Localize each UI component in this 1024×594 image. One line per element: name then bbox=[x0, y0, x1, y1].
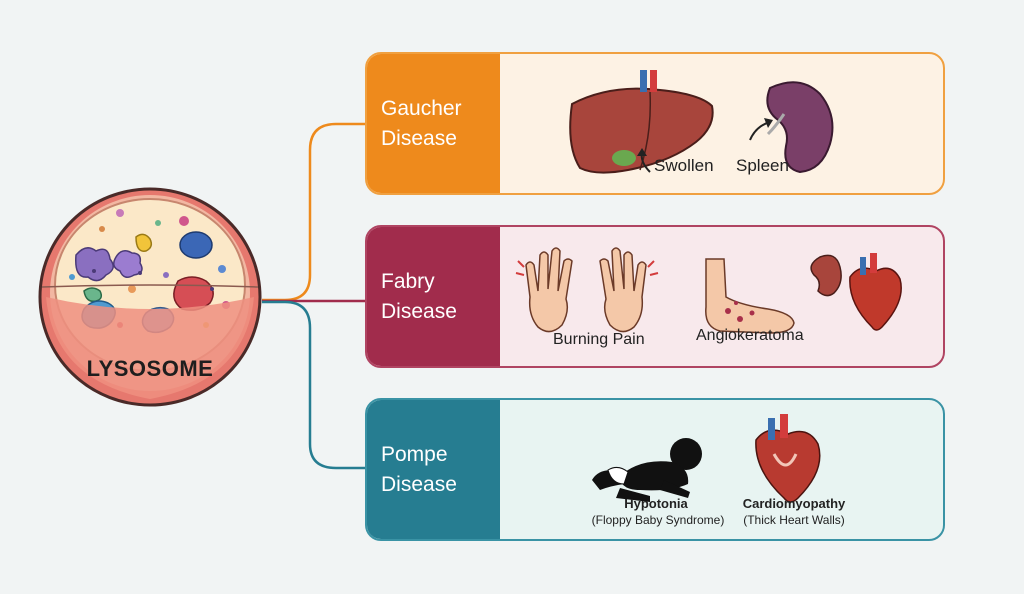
pompe-title: Pompe Disease bbox=[381, 442, 457, 496]
gaucher-title: Gaucher Disease bbox=[381, 96, 462, 150]
spleen-label: Spleen bbox=[736, 156, 789, 175]
liver-spleen-illustration bbox=[569, 70, 834, 174]
card-fabry: Fabry Disease Burning Pain bbox=[365, 225, 945, 368]
cardiomyopathy-sub-label: (Thick Heart Walls) bbox=[743, 513, 845, 527]
connector-gaucher bbox=[262, 122, 366, 302]
card-gaucher: Gaucher Disease Swollen Spleen bbox=[365, 52, 945, 195]
hand-icon-right bbox=[599, 247, 647, 333]
fabry-illustration bbox=[515, 247, 902, 334]
hypotonia-label: Hypotonia bbox=[624, 496, 688, 511]
kidney-icon bbox=[810, 254, 842, 297]
card-fabry-body: Burning Pain Angiokeratoma bbox=[500, 227, 943, 366]
hypotonia-sub-label: (Floppy Baby Syndrome) bbox=[591, 513, 725, 527]
card-pompe-header: Pompe Disease bbox=[367, 400, 500, 539]
connector-pompe bbox=[262, 300, 366, 470]
pompe-illustration bbox=[592, 414, 821, 503]
swollen-label: Swollen bbox=[654, 156, 714, 175]
lysosome-label: LYSOSOME bbox=[86, 356, 214, 381]
heart-icon bbox=[849, 267, 902, 331]
card-pompe-body: Hypotonia (Floppy Baby Syndrome) Cardiom… bbox=[500, 400, 943, 539]
card-pompe: Pompe Disease Hypotonia (Floppy Baby Syn… bbox=[365, 398, 945, 541]
card-fabry-header: Fabry Disease bbox=[367, 227, 500, 366]
cardiomyopathy-label: Cardiomyopathy bbox=[742, 496, 846, 511]
angiokeratoma-label: Angiokeratoma bbox=[696, 327, 804, 344]
lysosome-illustration bbox=[38, 187, 262, 407]
hand-icon-left bbox=[525, 247, 573, 333]
burning-pain-label: Burning Pain bbox=[553, 331, 645, 348]
baby-icon bbox=[592, 438, 702, 502]
fabry-title: Fabry Disease bbox=[381, 269, 457, 323]
card-gaucher-body: Swollen Spleen bbox=[500, 54, 943, 193]
foot-icon bbox=[705, 258, 795, 334]
card-gaucher-header: Gaucher Disease bbox=[367, 54, 500, 193]
